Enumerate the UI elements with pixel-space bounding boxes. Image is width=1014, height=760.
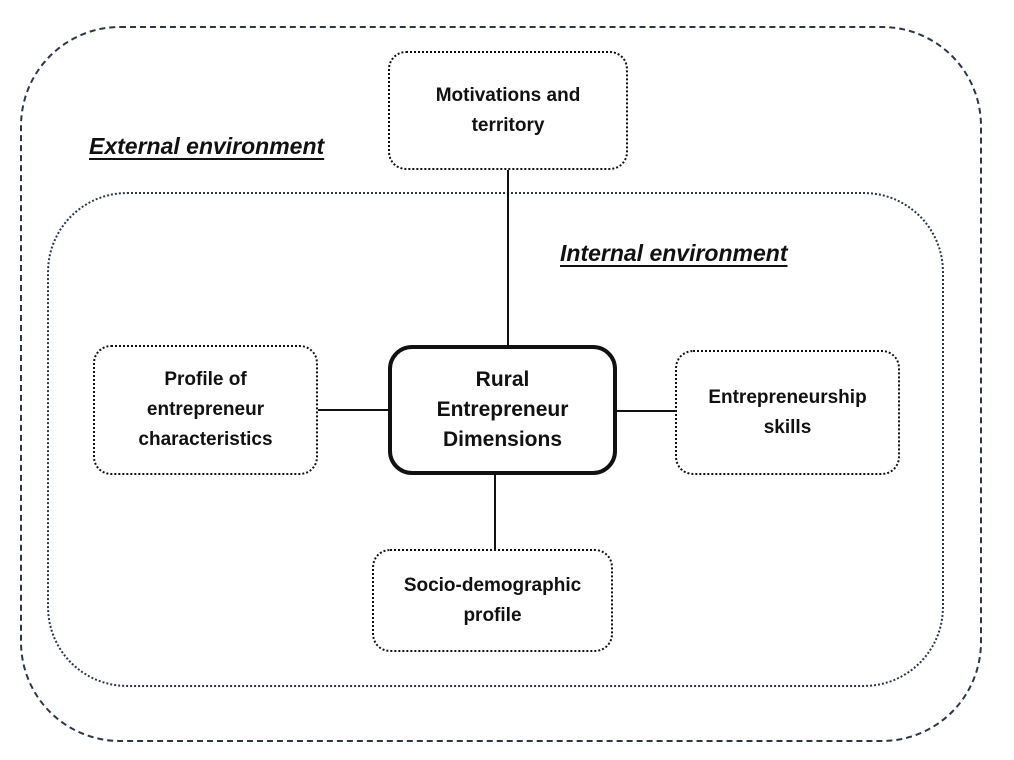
rural-entrepreneur-dimensions-label: Rural Entrepreneur Dimensions — [436, 368, 569, 451]
socio-demographic-profile-label: Socio-demographic profile — [403, 574, 582, 626]
entrepreneurship-skills-label: Entrepreneurship skills — [708, 386, 867, 438]
internal-environment-boundary — [47, 192, 944, 687]
connector-center-to-bottom — [494, 474, 496, 550]
entrepreneur-profile-node: Profile of entrepreneur characteristics — [93, 345, 318, 475]
external-environment-boundary — [20, 26, 982, 742]
motivations-territory-label: Motivations and territory — [435, 84, 581, 136]
internal-environment-label: Internal environment — [560, 240, 788, 266]
socio-demographic-profile-node: Socio-demographic profile — [372, 549, 613, 652]
connector-left-to-center — [318, 409, 389, 411]
entrepreneur-profile-label: Profile of entrepreneur characteristics — [138, 369, 273, 450]
connector-center-to-right — [616, 410, 676, 412]
connector-top-to-center — [507, 170, 509, 346]
motivations-territory-node: Motivations and territory — [388, 51, 628, 170]
external-environment-label: External environment — [89, 133, 325, 159]
rural-entrepreneur-dimensions-node: Rural Entrepreneur Dimensions — [388, 345, 617, 475]
entrepreneurship-skills-node: Entrepreneurship skills — [675, 350, 900, 475]
